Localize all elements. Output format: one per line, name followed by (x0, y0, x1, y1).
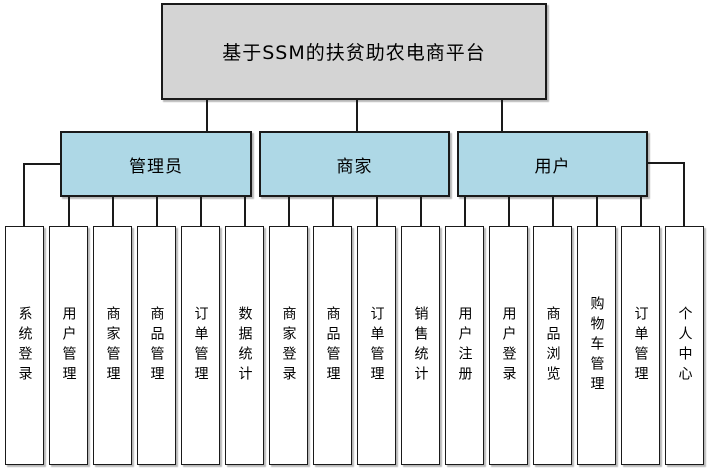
leaf-product-browse: 商品浏览 (533, 226, 572, 465)
connector-root-admin (206, 100, 208, 131)
leaf-merchant-management-label: 商家管理 (104, 305, 121, 386)
leaf-user-management-label: 用户管理 (60, 305, 77, 386)
leaf-admin-product-management: 商品管理 (137, 226, 176, 465)
branch-node-merchant: 商家 (259, 131, 450, 197)
leaf-user-register: 用户注册 (445, 226, 484, 465)
connector-drop (112, 197, 114, 226)
branch-node-user: 用户 (457, 131, 648, 197)
leaf-system-login: 系统登录 (5, 226, 44, 465)
leaf-user-login-label: 用户登录 (500, 305, 517, 386)
connector-admin-system-login-h (23, 163, 62, 165)
connector-drop (200, 197, 202, 226)
leaf-personal-center: 个人中心 (665, 226, 704, 465)
branch-node-admin: 管理员 (60, 131, 252, 197)
connector-drop (552, 197, 554, 226)
root-node: 基于SSM的扶贫助农电商平台 (161, 3, 547, 100)
connector-root-merchant (356, 100, 358, 131)
connector-drop (508, 197, 510, 226)
leaf-cart-management: 购物车管理 (577, 226, 616, 465)
leaf-user-login: 用户登录 (489, 226, 528, 465)
leaf-user-order-management: 订单管理 (621, 226, 660, 465)
connector-root-user (501, 100, 503, 131)
branch-user-label: 用户 (534, 156, 571, 177)
leaf-merchant-product-management: 商品管理 (313, 226, 352, 465)
leaf-personal-center-label: 个人中心 (676, 305, 693, 386)
leaf-user-management: 用户管理 (49, 226, 88, 465)
connector-drop (332, 197, 334, 226)
leaf-merchant-order-management-label: 订单管理 (368, 305, 385, 386)
leaf-admin-order-management-label: 订单管理 (192, 305, 209, 386)
connector-drop (420, 197, 422, 226)
leaf-system-login-label: 系统登录 (16, 305, 33, 386)
leaf-merchant-login: 商家登录 (269, 226, 308, 465)
leaf-admin-order-management: 订单管理 (181, 226, 220, 465)
connector-drop (156, 197, 158, 226)
leaf-data-statistics-label: 数据统计 (236, 305, 253, 386)
connector-drop (244, 197, 246, 226)
leaf-user-order-management-label: 订单管理 (632, 305, 649, 386)
connector-admin-system-login-v (23, 163, 25, 226)
leaf-admin-product-management-label: 商品管理 (148, 305, 165, 386)
leaf-merchant-order-management: 订单管理 (357, 226, 396, 465)
connector-drop (596, 197, 598, 226)
connector-user-personal-center-h (646, 162, 685, 164)
connector-drop (464, 197, 466, 226)
connector-user-personal-center-v (683, 162, 685, 226)
leaf-product-browse-label: 商品浏览 (544, 305, 561, 386)
leaf-merchant-management: 商家管理 (93, 226, 132, 465)
leaf-sales-statistics: 销售统计 (401, 226, 440, 465)
branch-admin-label: 管理员 (129, 156, 183, 177)
leaf-cart-management-label: 购物车管理 (588, 295, 605, 396)
branch-merchant-label: 商家 (336, 156, 373, 177)
leaf-data-statistics: 数据统计 (225, 226, 264, 465)
connector-drop (640, 197, 642, 226)
leaf-user-register-label: 用户注册 (456, 305, 473, 386)
leaf-sales-statistics-label: 销售统计 (412, 305, 429, 386)
root-node-label: 基于SSM的扶贫助农电商平台 (222, 42, 486, 64)
leaf-merchant-login-label: 商家登录 (280, 305, 297, 386)
connector-drop (376, 197, 378, 226)
connector-drop (288, 197, 290, 226)
connector-drop (68, 197, 70, 226)
leaf-merchant-product-management-label: 商品管理 (324, 305, 341, 386)
